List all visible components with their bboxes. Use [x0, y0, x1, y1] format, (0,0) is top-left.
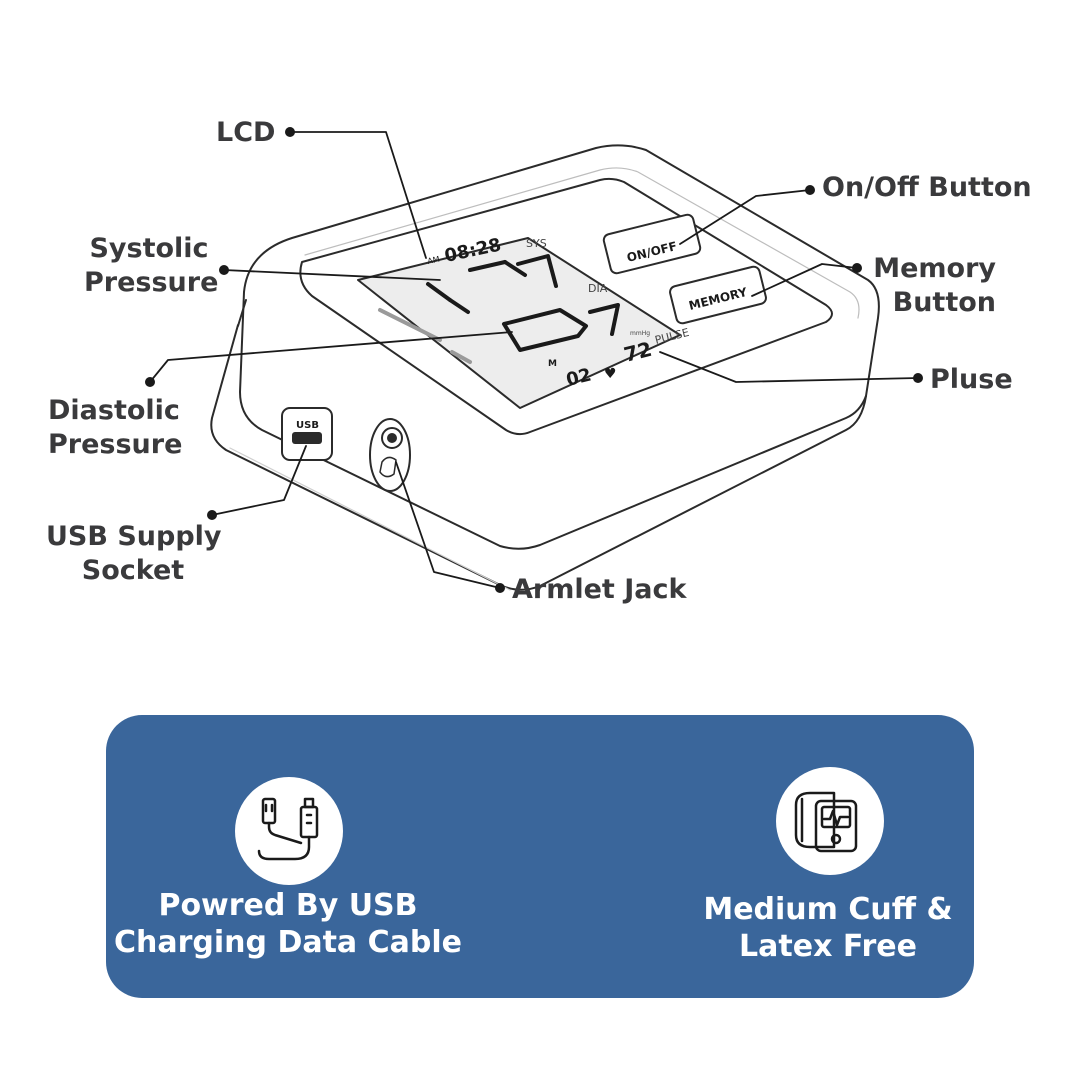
cuff-monitor-icon — [794, 791, 858, 853]
device-top-panel — [299, 177, 833, 436]
callout-pluse: Pluse — [930, 364, 1013, 395]
lcd-memory-index: 02 — [564, 364, 593, 390]
lcd-sys-label: SYS — [526, 237, 547, 250]
callout-memory-button: Memory Button — [873, 253, 996, 318]
heart-icon: ♥ — [604, 366, 617, 382]
usb-port-label: USB — [296, 420, 319, 431]
usb-cable-icon — [257, 797, 319, 861]
lcd-pulse-value: 72 — [621, 337, 654, 367]
lcd-am-indicator: AM — [427, 255, 441, 266]
memory-button[interactable] — [669, 265, 767, 325]
callout-usb-supply-socket: USB Supply Socket — [46, 521, 222, 586]
device-base — [210, 324, 867, 591]
lcd-memory-marker: M — [548, 359, 557, 369]
device-body-outline — [239, 144, 880, 550]
feature-cuff-text: Medium Cuff & Latex Free — [703, 892, 953, 964]
callout-diastolic-pressure: Diastolic Pressure — [48, 395, 183, 460]
feature-usb-cable-text: Powred By USB Charging Data Cable — [114, 888, 462, 960]
lcd-dia-label: DIA — [588, 282, 608, 295]
lcd-unit-label: mmHg — [630, 330, 650, 337]
feature-cuff — [776, 767, 884, 875]
callout-armlet-jack: Armlet Jack — [512, 574, 687, 605]
feature-panel: Powred By USB Charging Data Cable Medium… — [106, 715, 974, 998]
callout-on-off-button: On/Off Button — [822, 172, 1032, 203]
device-diagram: AM 08:28 SYS DIA mmHg PULSE 117 82 72 M … — [145, 127, 923, 593]
feature-usb-cable — [235, 777, 343, 885]
callout-lcd: LCD — [216, 117, 276, 148]
callout-systolic-pressure: Systolic Pressure — [84, 233, 219, 298]
